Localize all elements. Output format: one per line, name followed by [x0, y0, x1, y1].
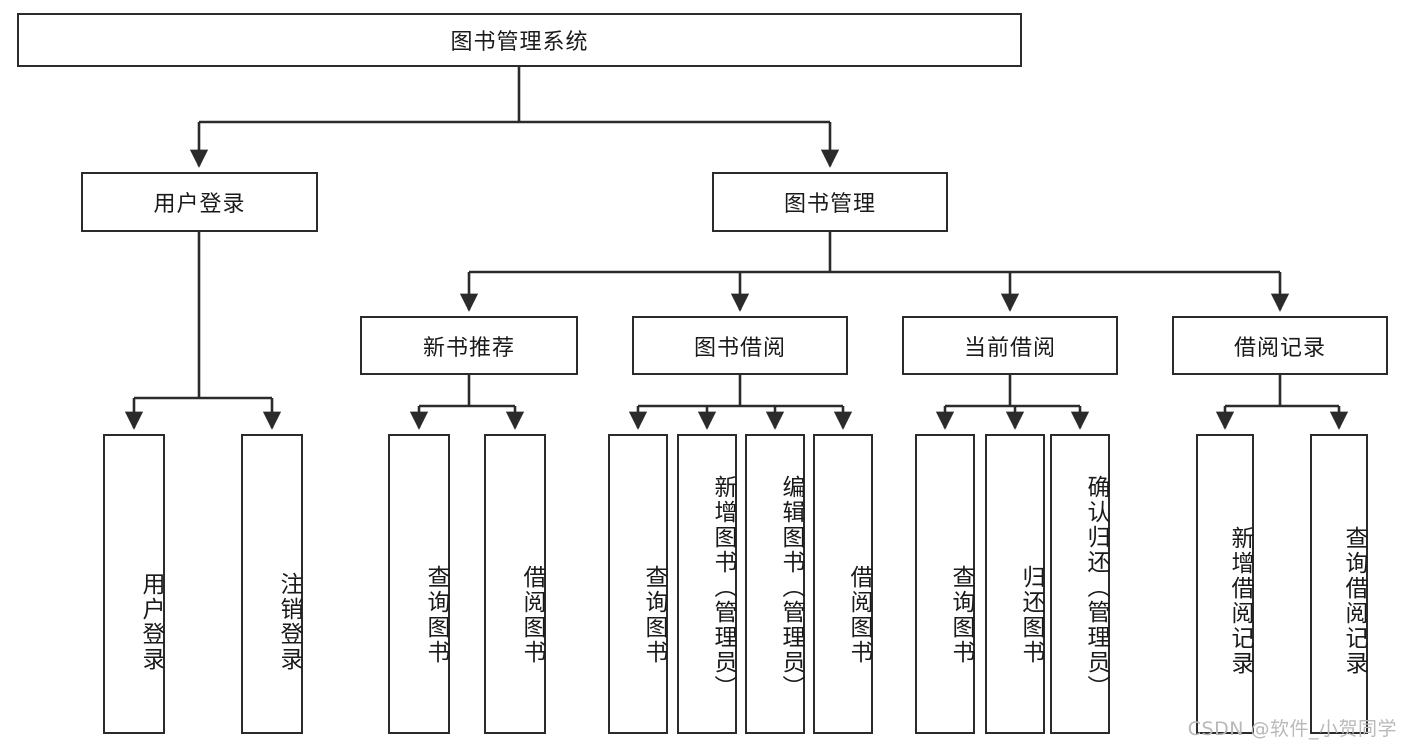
node-leaf-return-book[interactable]: 归还图书	[985, 434, 1045, 734]
csdn-watermark: CSDN @软件_小贺同学	[1187, 718, 1397, 740]
node-leaf-user-login-label: 用户登录	[138, 572, 164, 672]
node-leaf-query-record-label: 查询借阅记录	[1341, 526, 1367, 676]
node-leaf-query-book-borrow[interactable]: 查询图书	[608, 434, 668, 734]
node-leaf-query-book-current-label: 查询图书	[948, 565, 974, 665]
node-leaf-user-logout-label: 注销登录	[276, 572, 302, 672]
node-new-book-rec-label: 新书推荐	[422, 335, 515, 361]
node-leaf-query-book-rec-label: 查询图书	[423, 565, 449, 665]
node-leaf-edit-book[interactable]: 编辑图书（管理员）	[745, 434, 805, 734]
node-root-label: 图书管理系统	[450, 30, 589, 55]
node-leaf-add-book-label: 新增图书（管理员）	[710, 474, 736, 700]
node-leaf-add-record-label: 新增借阅记录	[1227, 526, 1253, 676]
node-leaf-user-logout[interactable]: 注销登录	[241, 434, 303, 734]
node-book-borrow-label: 图书借阅	[693, 335, 786, 361]
node-leaf-query-book-borrow-label: 查询图书	[641, 565, 667, 665]
node-leaf-return-book-label: 归还图书	[1018, 565, 1044, 665]
node-leaf-borrow-book-rec-label: 借阅图书	[519, 565, 545, 665]
node-leaf-confirm-return-label: 确认归还（管理员）	[1083, 474, 1109, 700]
node-leaf-confirm-return[interactable]: 确认归还（管理员）	[1050, 434, 1110, 734]
node-leaf-add-book[interactable]: 新增图书（管理员）	[677, 434, 737, 734]
node-leaf-user-login[interactable]: 用户登录	[103, 434, 165, 734]
node-leaf-query-record[interactable]: 查询借阅记录	[1310, 434, 1368, 734]
node-leaf-query-book-current[interactable]: 查询图书	[915, 434, 975, 734]
node-current-borrow[interactable]: 当前借阅	[902, 316, 1118, 375]
node-leaf-borrow-book-label: 借阅图书	[846, 565, 872, 665]
node-current-borrow-label: 当前借阅	[963, 335, 1056, 361]
node-borrow-record-label: 借阅记录	[1233, 335, 1326, 361]
node-root[interactable]: 图书管理系统	[17, 13, 1022, 67]
node-borrow-record[interactable]: 借阅记录	[1172, 316, 1388, 375]
node-leaf-add-record[interactable]: 新增借阅记录	[1196, 434, 1254, 734]
node-user-login[interactable]: 用户登录	[81, 172, 318, 232]
node-leaf-borrow-book[interactable]: 借阅图书	[813, 434, 873, 734]
node-leaf-edit-book-label: 编辑图书（管理员）	[778, 474, 804, 700]
node-leaf-borrow-book-rec[interactable]: 借阅图书	[484, 434, 546, 734]
node-book-manage[interactable]: 图书管理	[712, 172, 948, 232]
node-user-login-label: 用户登录	[153, 192, 246, 217]
node-new-book-rec[interactable]: 新书推荐	[360, 316, 578, 375]
node-book-borrow[interactable]: 图书借阅	[632, 316, 848, 375]
node-book-manage-label: 图书管理	[783, 192, 876, 217]
node-leaf-query-book-rec[interactable]: 查询图书	[388, 434, 450, 734]
